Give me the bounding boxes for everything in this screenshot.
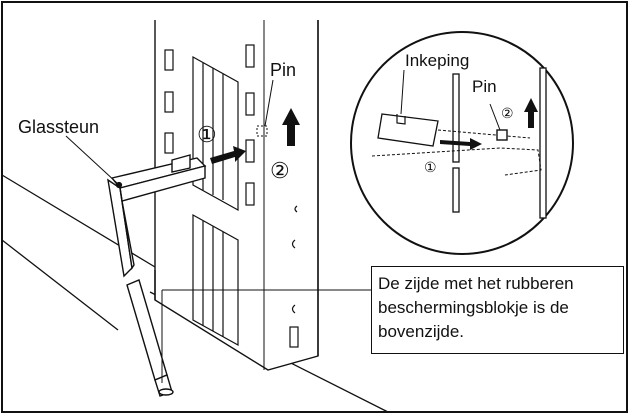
notch-label: Inkeping [405, 51, 469, 70]
insert-arrow [210, 146, 246, 164]
note-line-1: De zijde met het rubberen [378, 274, 574, 293]
note-line-3: bovenzijde. [378, 322, 465, 341]
side-slots-left [164, 49, 174, 154]
pin-marker [256, 125, 268, 137]
pin-detail-label: Pin [472, 77, 497, 96]
step2-label: ② [270, 158, 290, 183]
note-line-2: beschermingsblokje is de [378, 298, 569, 317]
step1-label: ① [197, 122, 217, 147]
glass-support-lower [126, 279, 174, 397]
detail-view [350, 31, 574, 255]
step1-detail-label: ① [424, 159, 437, 175]
leader-lines [65, 79, 371, 383]
pin-label: Pin [270, 60, 296, 80]
note-box: De zijde met het rubberen beschermingsbl… [371, 266, 624, 354]
shelf-clips [291, 205, 298, 314]
lift-arrow [282, 108, 300, 146]
glass-support-label: Glassteun [18, 117, 99, 137]
step2-detail-label: ② [501, 105, 514, 121]
glass-support [107, 154, 207, 278]
